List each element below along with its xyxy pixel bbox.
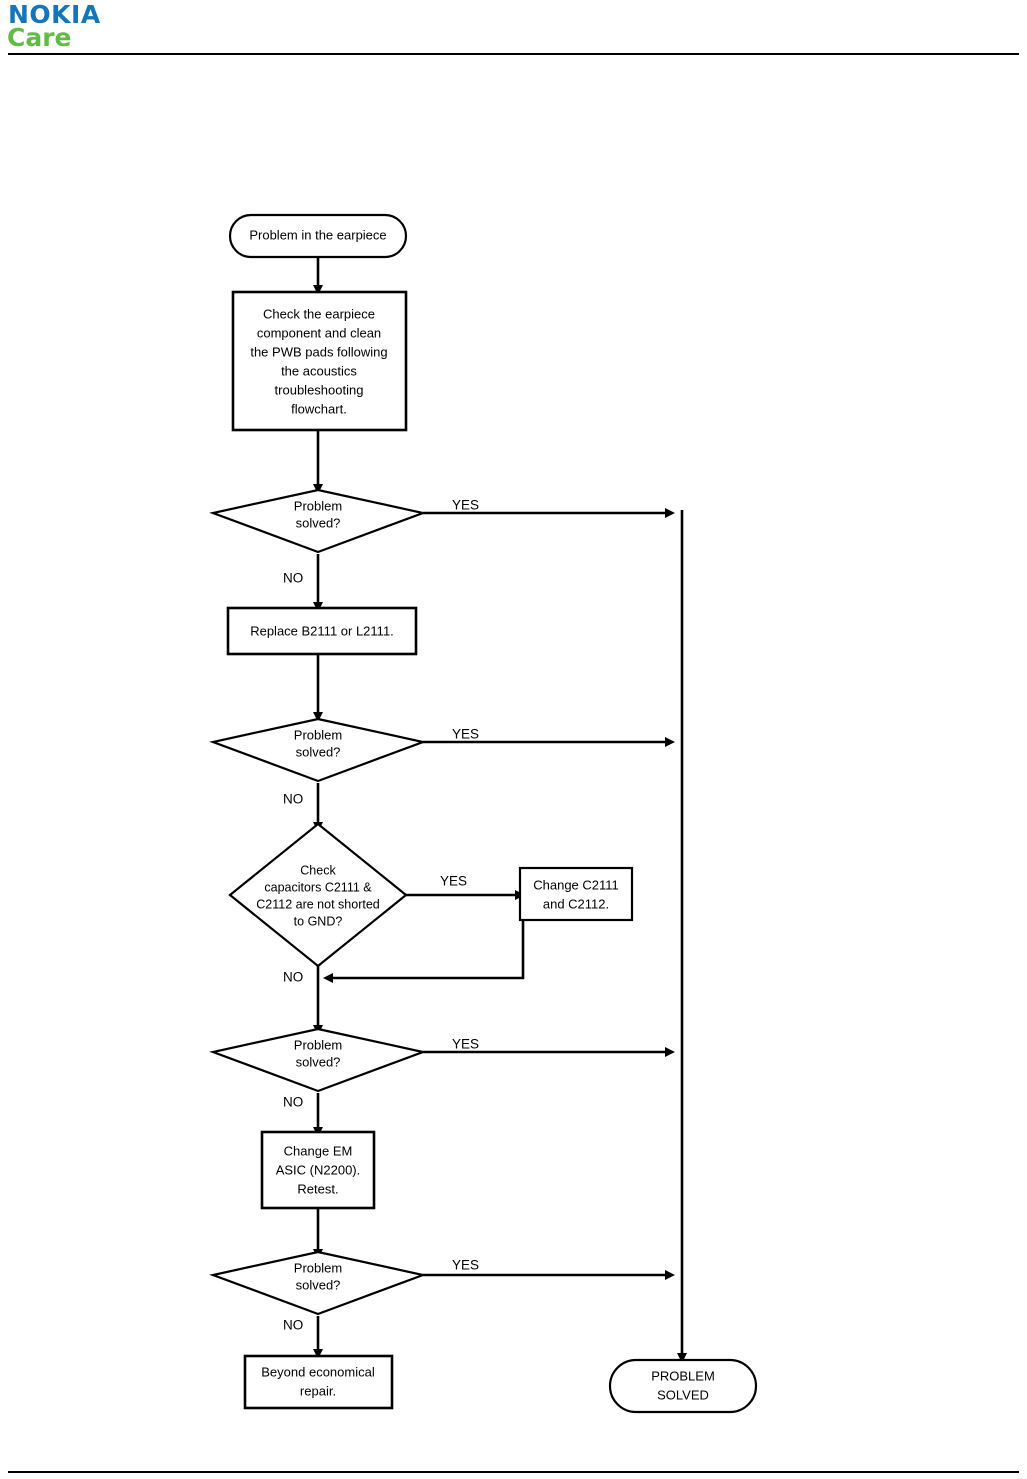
node-check-line2: component and clean bbox=[257, 325, 381, 340]
node-check-line4: the acoustics bbox=[281, 363, 357, 378]
edge-label-no-3: NO bbox=[283, 970, 303, 985]
node-solved4-line2: solved? bbox=[296, 1277, 341, 1292]
node-solved2-line2: solved? bbox=[296, 744, 341, 759]
nokia-care-logo: NOKIA Care bbox=[7, 0, 101, 52]
node-check-line6: flowchart. bbox=[291, 401, 347, 416]
node-solved1-line2: solved? bbox=[296, 515, 341, 530]
node-decision-solved-4: Problem solved? bbox=[209, 1250, 427, 1316]
flowchart-container: Problem in the earpiece Check the earpie… bbox=[0, 60, 1027, 1460]
node-decision-solved-2: Problem solved? bbox=[209, 717, 427, 783]
node-solved3-line1: Problem bbox=[294, 1037, 342, 1052]
node-replace-label: Replace B2111 or L2111. bbox=[250, 623, 394, 638]
node-caps-line2: capacitors C2111 & bbox=[264, 880, 372, 894]
node-beyond-line1: Beyond economical bbox=[261, 1364, 375, 1379]
node-problem-solved: PROBLEM SOLVED bbox=[608, 1358, 758, 1414]
brand-nokia-wordmark: NOKIA bbox=[8, 0, 101, 29]
edge-label-yes-1: YES bbox=[452, 498, 479, 513]
node-changecap-line1: Change C2111 bbox=[533, 877, 619, 892]
node-changeasic-line3: Retest. bbox=[297, 1181, 338, 1196]
node-replace-components: Replace B2111 or L2111. bbox=[226, 606, 418, 656]
edge-label-no-5: NO bbox=[283, 1318, 303, 1333]
node-start: Problem in the earpiece bbox=[228, 213, 408, 259]
node-check-line1: Check the earpiece bbox=[263, 306, 375, 321]
node-changeasic-line2: ASIC (N2200). bbox=[276, 1162, 361, 1177]
earpiece-troubleshooting-flowchart: Problem in the earpiece Check the earpie… bbox=[209, 213, 758, 1414]
node-beyond-repair: Beyond economical repair. bbox=[243, 1354, 394, 1410]
node-change-em-asic: Change EM ASIC (N2200). Retest. bbox=[260, 1130, 376, 1210]
footer-divider-rule bbox=[8, 1471, 1019, 1473]
edge-label-yes-5: YES bbox=[452, 1258, 479, 1273]
edge-label-no-4: NO bbox=[283, 1095, 303, 1110]
node-decision-solved-3: Problem solved? bbox=[209, 1027, 427, 1093]
node-changecap-line2: and C2112. bbox=[543, 896, 609, 911]
node-change-capacitors: Change C2111 and C2112. bbox=[518, 866, 634, 922]
node-solved1-line1: Problem bbox=[294, 498, 342, 513]
node-end-line2: SOLVED bbox=[657, 1387, 709, 1402]
node-check-line5: troubleshooting bbox=[275, 382, 364, 397]
edge-label-yes-2: YES bbox=[452, 727, 479, 742]
node-caps-line4: to GND? bbox=[294, 914, 343, 928]
node-check-earpiece: Check the earpiece component and clean t… bbox=[231, 290, 408, 432]
edge-changecap-loopback bbox=[323, 921, 525, 983]
node-end-line1: PROBLEM bbox=[651, 1368, 715, 1383]
node-solved2-line1: Problem bbox=[294, 727, 342, 742]
node-solved3-line2: solved? bbox=[296, 1054, 341, 1069]
brand-care-wordmark: Care bbox=[7, 23, 72, 52]
node-changeasic-line1: Change EM bbox=[284, 1143, 353, 1158]
node-beyond-line2: repair. bbox=[300, 1383, 336, 1398]
edge-label-yes-4: YES bbox=[452, 1037, 479, 1052]
page-header: NOKIA Care bbox=[0, 0, 1027, 56]
node-check-line3: the PWB pads following bbox=[250, 344, 387, 359]
node-caps-line1: Check bbox=[300, 863, 336, 877]
edge-label-no-1: NO bbox=[283, 571, 303, 586]
header-divider-rule bbox=[8, 53, 1019, 55]
node-solved4-line1: Problem bbox=[294, 1260, 342, 1275]
node-decision-solved-1: Problem solved? bbox=[209, 488, 427, 554]
node-decision-capacitors: Check capacitors C2111 & C2112 are not s… bbox=[228, 822, 408, 968]
edge-label-no-2: NO bbox=[283, 792, 303, 807]
node-start-label: Problem in the earpiece bbox=[249, 227, 386, 242]
node-caps-line3: C2112 are not shorted bbox=[256, 897, 380, 911]
edge-label-yes-3: YES bbox=[440, 874, 467, 889]
